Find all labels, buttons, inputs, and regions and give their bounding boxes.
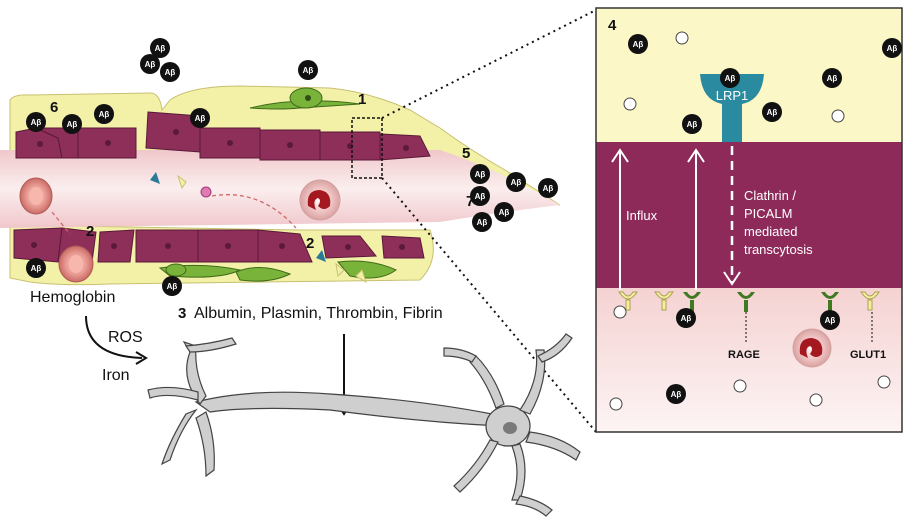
abeta-label: Aβ: [633, 40, 644, 49]
abeta-molecule: Aβ: [298, 60, 318, 80]
lrp1-label: LRP1: [716, 88, 749, 103]
neuron-nucleus: [503, 422, 517, 434]
label-1: 1: [358, 91, 366, 108]
influx-label: Influx: [626, 208, 658, 223]
abeta-label: Aβ: [303, 66, 314, 75]
abeta-molecule: Aβ: [506, 172, 526, 192]
red-blood-cell-icon: [793, 329, 831, 367]
abeta-label: Aβ: [681, 314, 692, 323]
abeta-label: Aβ: [827, 74, 838, 83]
transcytosis-line-4: transcytosis: [744, 242, 813, 257]
abeta-molecule: Aβ: [822, 68, 842, 88]
abeta-label: Aβ: [477, 218, 488, 227]
zoom-line-top: [382, 10, 596, 118]
rage-label: RAGE: [728, 349, 760, 361]
hemoglobin-label: Hemoglobin: [30, 289, 115, 306]
ros-label: ROS: [108, 329, 143, 346]
abeta-molecule: Aβ: [62, 114, 82, 134]
abeta-molecule: Aβ: [470, 164, 490, 184]
abeta-molecule: Aβ: [682, 114, 702, 134]
abeta-molecule: Aβ: [494, 202, 514, 222]
zoom-panel: 4 LRP1 Influx Clathrin / PICALM mediated…: [596, 8, 902, 432]
label-4: 4: [608, 17, 617, 34]
transcytosis-line-3: mediated: [744, 224, 797, 239]
abeta-molecule: Aβ: [26, 258, 46, 278]
label-3: 3: [178, 305, 186, 322]
label-2a: 2: [86, 223, 94, 240]
red-blood-cell-icon: [300, 180, 340, 220]
abeta-label: Aβ: [155, 44, 166, 53]
abeta-molecule: Aβ: [94, 104, 114, 124]
transcytosis-line-2: PICALM: [744, 206, 792, 221]
abeta-molecule: Aβ: [160, 62, 180, 82]
abeta-label: Aβ: [167, 282, 178, 291]
abeta-label: Aβ: [475, 192, 486, 201]
abeta-label: Aβ: [499, 208, 510, 217]
abeta-label: Aβ: [887, 44, 898, 53]
abeta-label: Aβ: [671, 390, 682, 399]
abeta-molecule: Aβ: [26, 112, 46, 132]
abeta-molecule: Aβ: [162, 276, 182, 296]
abeta-label: Aβ: [145, 60, 156, 69]
abeta-label: Aβ: [195, 114, 206, 123]
abeta-molecule: Aβ: [762, 102, 782, 122]
label-6: 6: [50, 99, 58, 116]
red-blood-cell-icon: [20, 178, 52, 214]
label-2b: 2: [306, 235, 314, 252]
abeta-label: Aβ: [67, 120, 78, 129]
abeta-label: Aβ: [725, 74, 736, 83]
abeta-molecule: Aβ: [472, 212, 492, 232]
abeta-label: Aβ: [687, 120, 698, 129]
abeta-molecule: Aβ: [190, 108, 210, 128]
abeta-label: Aβ: [165, 68, 176, 77]
abeta-label: Aβ: [767, 108, 778, 117]
abeta-molecule: Aβ: [628, 34, 648, 54]
plasma-proteins-label: Albumin, Plasmin, Thrombin, Fibrin: [194, 305, 443, 322]
abeta-label: Aβ: [543, 184, 554, 193]
abeta-label: Aβ: [31, 264, 42, 273]
abeta-molecule: Aβ: [140, 54, 160, 74]
abeta-label: Aβ: [31, 118, 42, 127]
label-5: 5: [462, 145, 470, 162]
abeta-molecule: Aβ: [676, 308, 696, 328]
iron-label: Iron: [102, 367, 130, 384]
abeta-molecule: Aβ: [882, 38, 902, 58]
abeta-molecule: Aβ: [538, 178, 558, 198]
glut1-label: GLUT1: [850, 349, 886, 361]
transcytosis-line-1: Clathrin /: [744, 188, 796, 203]
abeta-molecule: Aβ: [666, 384, 686, 404]
abeta-molecule: Aβ: [820, 310, 840, 330]
red-blood-cell-icon: [59, 246, 93, 282]
abeta-molecule: Aβ: [470, 186, 490, 206]
abeta-label: Aβ: [825, 316, 836, 325]
abeta-label: Aβ: [511, 178, 522, 187]
abeta-molecule: Aβ: [720, 68, 740, 88]
abeta-label: Aβ: [99, 110, 110, 119]
abeta-label: Aβ: [475, 170, 486, 179]
